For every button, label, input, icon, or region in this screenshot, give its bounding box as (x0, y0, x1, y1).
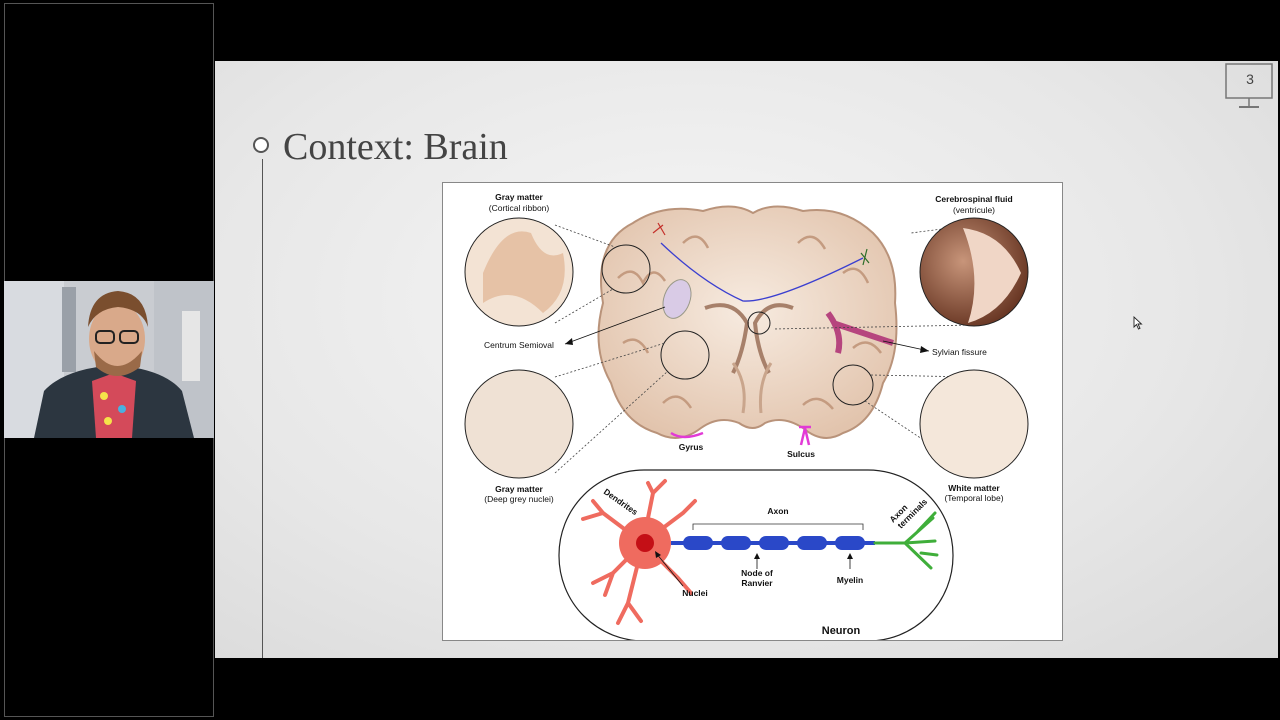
label-csf: Cerebrospinal fluid (935, 194, 1012, 204)
label-cortical-ribbon: (Cortical ribbon) (489, 203, 550, 213)
label-centrum-semioval: Centrum Semioval (484, 340, 554, 350)
label-node-of: Node of (741, 568, 773, 578)
slide-number: 3 (1246, 71, 1254, 87)
label-myelin: Myelin (837, 575, 863, 585)
label-axon: Axon (767, 506, 788, 516)
label-gyrus: Gyrus (679, 442, 704, 452)
label-ranvier: Ranvier (741, 578, 773, 588)
brain-coronal-section (597, 205, 898, 446)
magnifier-white-matter (919, 369, 1029, 479)
label-nuclei: Nuclei (682, 588, 708, 598)
presenter-webcam (4, 281, 214, 438)
timeline-bullet (253, 137, 269, 153)
label-deep-grey-nuclei: (Deep grey nuclei) (484, 494, 554, 504)
mouse-cursor-icon (1133, 316, 1143, 330)
presentation-slide: 3 Context: Brain (215, 61, 1278, 658)
label-white-matter: White matter (948, 483, 1000, 493)
label-temporal-lobe: (Temporal lobe) (944, 493, 1003, 503)
label-gray-matter-bottom: Gray matter (495, 484, 543, 494)
label-gray-matter-top: Gray matter (495, 192, 543, 202)
timeline-line (262, 159, 263, 658)
presenter-monitor-icon (1225, 63, 1273, 108)
slide-title: Context: Brain (283, 126, 508, 168)
brain-anatomy-figure: Gray matter (Cortical ribbon) Cerebrospi… (442, 182, 1063, 642)
label-sulcus: Sulcus (787, 449, 815, 459)
neuron-diagram: Axon Dendrites Axon terminals Node of Ra… (558, 469, 954, 642)
magnifier-deep-grey (464, 369, 574, 479)
label-neuron: Neuron (822, 625, 861, 637)
label-ventricule: (ventricule) (953, 205, 995, 215)
label-sylvian-fissure: Sylvian fissure (932, 347, 987, 357)
